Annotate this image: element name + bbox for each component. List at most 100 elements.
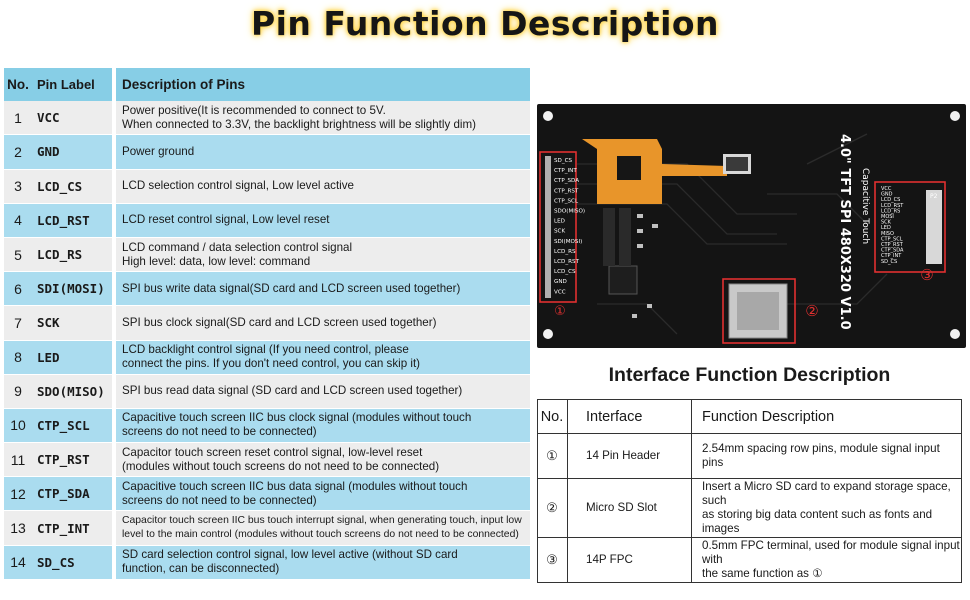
pin-description: SD card selection control signal, low le… (116, 545, 530, 579)
fpc-pin-silk-label: LCD_RST (881, 203, 904, 209)
pin-number: 1 (4, 101, 32, 135)
interface-table-header: No. Interface Function Description (537, 399, 962, 434)
iface-header-description: Function Description (691, 399, 962, 434)
pin-label: LCD_CS (32, 169, 112, 203)
board-silkscreen-title: 4.0" TFT SPI 480X320 V1.0 Capacitive Tou… (837, 134, 870, 330)
mount-hole-icon (543, 111, 553, 121)
pin-label: LCD_RST (32, 203, 112, 237)
header-pin-silk-label: SDO(MISO) (554, 209, 585, 215)
pin-description: Capacitive touch screen IIC bus clock si… (116, 408, 530, 443)
fpc-pin-silk-label: MOSI (881, 214, 894, 220)
pin-number: 8 (4, 340, 32, 374)
pin-header-14 (539, 151, 577, 303)
interface-section-title: Interface Function Description (608, 364, 891, 386)
iface-header-no: No. (537, 399, 568, 434)
interface-description: 2.54mm spacing row pins, module signal i… (691, 433, 962, 479)
pin-label: SDO(MISO) (32, 374, 112, 408)
fpc-connector-14p: P2 (874, 181, 946, 273)
interface-name: 14P FPC (567, 537, 692, 583)
fpc-pin-silk-label: CTP_SCL (881, 236, 903, 242)
micro-sd-slot (722, 278, 796, 344)
lcd-module-board: ① ② 4.0" TFT SPI 480X320 V1.0 Capacitive… (537, 104, 966, 348)
pin-label: LCD_RS (32, 237, 112, 272)
touch-fpc-cable (582, 139, 751, 204)
header-pin-silk-label: SD_CS (554, 158, 573, 164)
pin-description: Capacitor touch screen reset control sig… (116, 443, 530, 477)
pin-number: 3 (4, 169, 32, 203)
mount-hole-icon (543, 329, 553, 339)
header-pin-label: Pin Label (32, 68, 112, 102)
marker-2: ② (805, 302, 818, 320)
pin-description: SPI bus clock signal(SD card and LCD scr… (116, 306, 530, 340)
interface-number: ③ (537, 537, 568, 583)
interface-name: Micro SD Slot (567, 478, 692, 538)
pin-label: SD_CS (32, 545, 112, 579)
pin-description: LCD reset control signal, Low level rese… (116, 203, 530, 237)
header-description: Description of Pins (116, 68, 530, 102)
header-pin-silk-label: LCD_RST (554, 259, 580, 265)
header-pin-silk-label: GND (554, 279, 567, 285)
fpc-pin-silk-label: LCD_RS (881, 208, 900, 214)
header-no: No. (4, 68, 32, 102)
pin-label: SCK (32, 306, 112, 340)
header-pin-silk-label: VCC (554, 289, 566, 295)
interface-number: ① (537, 433, 568, 479)
header-pin-silk-label: CTP_RST (554, 188, 579, 194)
pin-label: SDI(MOSI) (32, 272, 112, 306)
pin-description: SPI bus read data signal (SD card and LC… (116, 374, 530, 408)
interface-description: Insert a Micro SD card to expand storage… (691, 478, 962, 538)
marker-3: ③ (920, 266, 933, 284)
board-title-line1: 4.0" TFT SPI 480X320 V1.0 (837, 134, 852, 330)
pin-number: 9 (4, 374, 32, 408)
pin-description: LCD backlight control signal (If you nee… (116, 340, 530, 374)
page-title: Pin Function Description (250, 4, 720, 43)
header-pin-silk-label: CTP_SDA (554, 178, 579, 184)
pin-description: LCD selection control signal, Low level … (116, 169, 530, 203)
interface-description: 0.5mm FPC terminal, used for module sign… (691, 537, 962, 583)
mount-hole-icon (950, 329, 960, 339)
pin-label: CTP_INT (32, 511, 112, 545)
pin-label: CTP_RST (32, 443, 112, 477)
header-pin-silk-label: CTP_INT (554, 168, 577, 174)
pin-number: 11 (4, 443, 32, 477)
pin-number: 4 (4, 203, 32, 237)
pin-description: Capacitive touch screen IIC bus data sig… (116, 477, 530, 511)
header-pin-silk-label: LCD_CS (554, 269, 576, 275)
interface-number: ② (537, 478, 568, 538)
interface-name: 14 Pin Header (567, 433, 692, 479)
fpc-pin-silk-label: LED (881, 225, 891, 231)
marker-1: ① (554, 304, 566, 319)
pin-label: CTP_SCL (32, 408, 112, 443)
resistor-array-icon (619, 208, 631, 266)
pin-table-header: No. Pin Label Description of Pins (4, 68, 530, 102)
fpc-label: P2 (930, 193, 938, 200)
fpc-pin-silk-label: GND (881, 192, 893, 198)
pin-label: LED (32, 340, 112, 374)
header-pin-silk-label: LED (554, 219, 565, 225)
mount-hole-icon (950, 111, 960, 121)
pin-number: 10 (4, 408, 32, 443)
board-title-line2: Capacitive Touch (860, 168, 870, 244)
fpc-pin-silk-label: CTP_SDA (881, 248, 904, 254)
pin-number: 6 (4, 272, 32, 306)
fpc-pin-silk-label: MISO (881, 231, 894, 237)
pin-number: 2 (4, 135, 32, 169)
pin-description: Capacitor touch screen IIC bus touch int… (116, 511, 530, 545)
pin-number: 5 (4, 237, 32, 272)
